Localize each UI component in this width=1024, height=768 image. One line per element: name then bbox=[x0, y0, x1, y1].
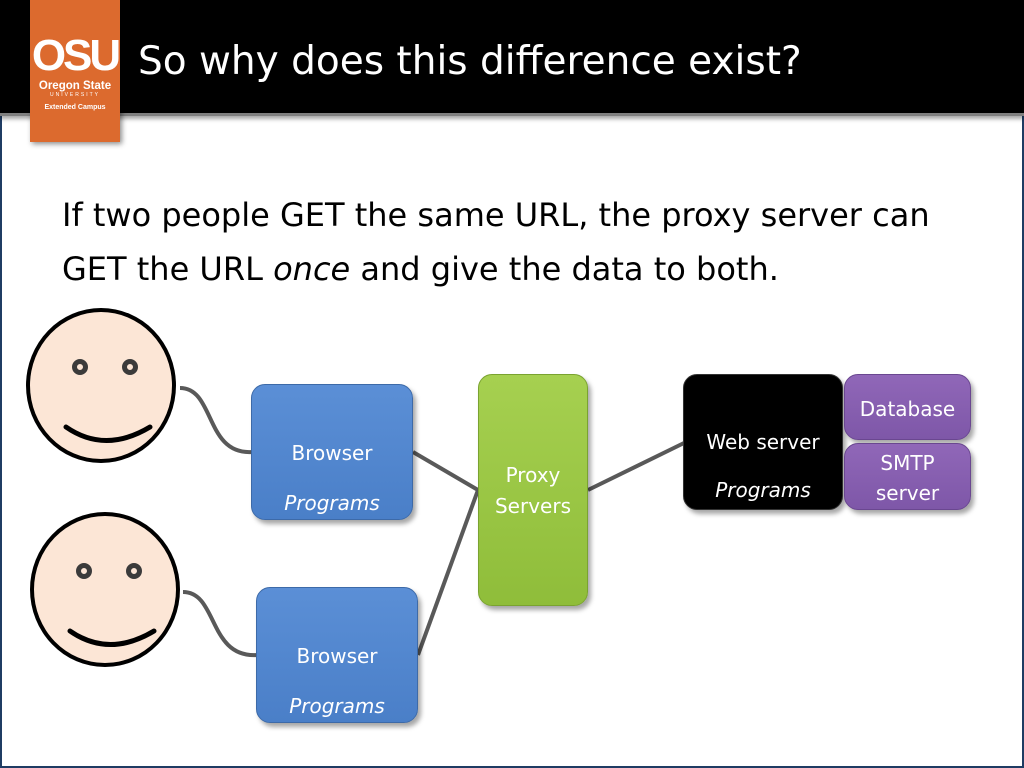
browser-bottom-sublabel: Programs bbox=[289, 694, 385, 718]
connector-proxy-to-web-server bbox=[587, 441, 685, 492]
browser-node-bottom: Browser Programs bbox=[256, 587, 418, 723]
smtp-server-node: SMTP server bbox=[844, 443, 971, 510]
connector-face-bottom-to-browser bbox=[182, 590, 258, 658]
browser-top-label: Browser bbox=[291, 441, 373, 465]
smiley-face-top bbox=[26, 308, 176, 463]
smtp-label-line-1: SMTP bbox=[880, 451, 935, 475]
connector-browser-bottom-to-proxy bbox=[416, 489, 480, 656]
right-eye-icon bbox=[126, 563, 142, 579]
logo-name: Oregon State bbox=[38, 80, 112, 92]
web-server-label: Web server bbox=[706, 430, 820, 454]
logo-campus: Extended Campus bbox=[44, 104, 106, 111]
proxy-label-line-2: Servers bbox=[494, 494, 571, 518]
web-server-sublabel: Programs bbox=[715, 478, 811, 502]
logo-mark: OSU bbox=[31, 31, 121, 80]
database-label: Database bbox=[859, 397, 956, 421]
database-node: Database bbox=[844, 374, 971, 440]
statement-part-1: If two people GET the same URL, the prox… bbox=[62, 196, 930, 288]
smile-icon bbox=[63, 424, 153, 443]
proxy-label-line-1: Proxy bbox=[505, 463, 561, 487]
proxy-servers-node: Proxy Servers bbox=[478, 374, 588, 606]
statement-part-2: and give the data to both. bbox=[350, 250, 779, 288]
statement-emphasis: once bbox=[273, 250, 351, 288]
browser-bottom-label: Browser bbox=[296, 644, 378, 668]
left-eye-icon bbox=[76, 563, 92, 579]
browser-top-sublabel: Programs bbox=[284, 491, 380, 515]
title-bar: So why does this difference exist? bbox=[0, 0, 1024, 116]
slide-title: So why does this difference exist? bbox=[138, 39, 802, 84]
smtp-label-line-2: server bbox=[875, 481, 940, 505]
osu-logo: OSU Oregon State UNIVERSITY Extended Cam… bbox=[30, 0, 121, 142]
connector-face-top-to-browser bbox=[179, 386, 253, 455]
smile-icon bbox=[67, 628, 157, 647]
left-eye-icon bbox=[72, 359, 88, 375]
logo-university: UNIVERSITY bbox=[49, 92, 100, 98]
slide-statement: If two people GET the same URL, the prox… bbox=[62, 188, 1002, 296]
right-eye-icon bbox=[122, 359, 138, 375]
browser-node-top: Browser Programs bbox=[251, 384, 413, 520]
connector-browser-top-to-proxy bbox=[411, 450, 480, 492]
smiley-face-bottom bbox=[30, 512, 180, 667]
web-server-node: Web server Programs bbox=[683, 374, 843, 510]
